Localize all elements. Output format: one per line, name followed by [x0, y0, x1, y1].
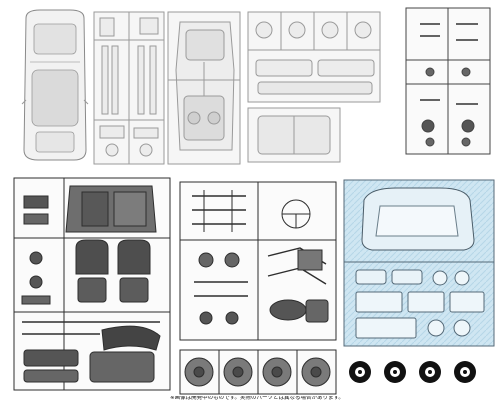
- white-sprue-seats: [247, 11, 381, 103]
- disclaimer-note: ※画像は開発中のものです。実際のパーツとは異なる場合があります。: [170, 396, 344, 401]
- decal-badge: [384, 361, 406, 383]
- decal-wheel-badges: [349, 361, 476, 383]
- gray-sprue-wheels: [179, 349, 337, 395]
- white-sprue-interior: [93, 11, 165, 165]
- gray-sprue-suspension: [405, 7, 491, 155]
- gray-sprue-chassis: [179, 181, 337, 341]
- decal-badge: [454, 361, 476, 383]
- white-sprue-hood: [247, 107, 341, 163]
- clear-sprue-windows: [343, 179, 495, 347]
- decal-badge: [349, 361, 371, 383]
- gray-sprue-interior: [13, 177, 171, 391]
- decal-badge: [419, 361, 441, 383]
- white-body-shell: [21, 9, 89, 161]
- white-sprue-chassis: [167, 11, 241, 165]
